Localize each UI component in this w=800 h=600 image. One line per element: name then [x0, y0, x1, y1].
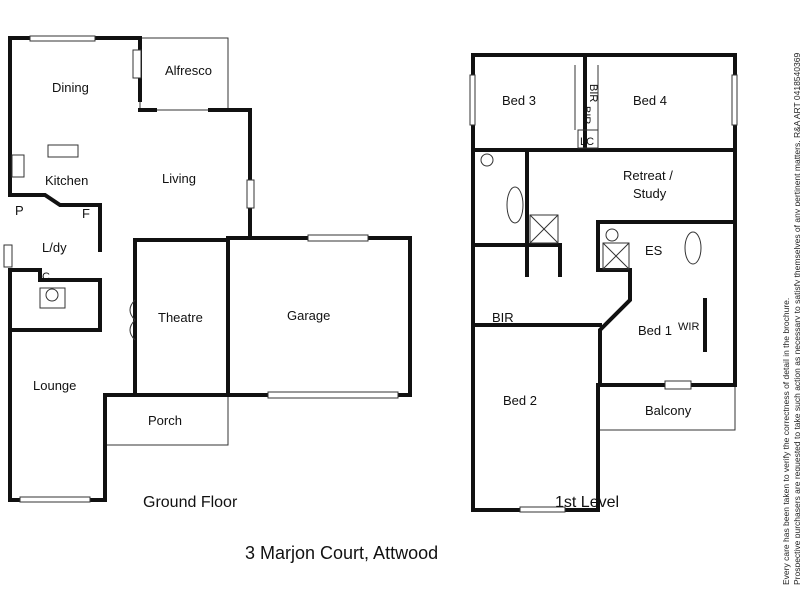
room-label-alfresco: Alfresco	[165, 63, 212, 78]
toilet-room	[39, 287, 66, 309]
first-level-plan: Bed 3 Bed 4 BIR BIR LC Retreat / Study E…	[469, 53, 738, 513]
linen-cupboard	[577, 129, 599, 149]
room-label-wir: WIR	[678, 321, 699, 333]
room-label-garage: Garage	[287, 308, 330, 323]
disclaimer-line-2: Prospective purchasers are requested to …	[792, 52, 800, 585]
shower	[529, 214, 559, 244]
oven	[11, 154, 25, 178]
wall	[596, 220, 632, 387]
room-label-linen: LC	[580, 136, 594, 148]
room-label-cupboard: C	[42, 271, 50, 283]
double-door	[129, 299, 136, 341]
disclaimer: Every care has been taken to verify the …	[781, 53, 800, 585]
window	[307, 234, 369, 242]
ensuite-toilet	[605, 228, 619, 242]
window	[519, 506, 566, 513]
ensuite-bath	[684, 231, 702, 265]
window	[19, 496, 91, 503]
room-label-balcony: Balcony	[645, 403, 692, 418]
bath	[506, 186, 524, 224]
wall	[8, 193, 102, 252]
window	[267, 391, 399, 399]
room-label-dining: Dining	[52, 80, 89, 95]
room-label-ensuite: ES	[645, 243, 663, 258]
room-label-lounge: Lounge	[33, 378, 76, 393]
room-label-retreat: Retreat /	[623, 168, 673, 183]
ground-floor-caption: Ground Floor	[143, 494, 238, 511]
cooktop	[47, 144, 79, 158]
room-label-bed3: Bed 3	[502, 93, 536, 108]
room-label-bed4: Bed 4	[633, 93, 667, 108]
room-label-bir: BIR	[492, 310, 514, 325]
ensuite-shower	[602, 242, 630, 270]
room-label-living: Living	[162, 171, 196, 186]
toilet	[45, 288, 59, 302]
window	[3, 244, 13, 268]
ground-floor-plan: Dining Alfresco Kitchen Living P F L/dy …	[3, 35, 412, 503]
room-label-kitchen: Kitchen	[45, 173, 88, 188]
wall	[471, 243, 562, 277]
disclaimer-line-1: Every care has been taken to verify the …	[781, 297, 791, 585]
window	[246, 179, 255, 209]
wall	[8, 36, 142, 197]
toilet	[480, 153, 494, 167]
window	[132, 49, 142, 79]
window	[469, 74, 476, 126]
wall	[8, 268, 102, 332]
room-label-bir-right: BIR	[587, 84, 599, 102]
door-slider	[664, 380, 692, 390]
room-label-fridge: F	[82, 206, 90, 221]
room-label-theatre: Theatre	[158, 310, 203, 325]
room-label-porch: Porch	[148, 413, 182, 428]
room-label-laundry: L/dy	[42, 240, 67, 255]
room-label-bed2: Bed 2	[503, 393, 537, 408]
shower-cross	[529, 214, 559, 244]
room-label-pantry: P	[15, 203, 24, 218]
room-label-bir-left: BIR	[580, 106, 592, 124]
window	[29, 35, 96, 42]
window	[731, 74, 738, 126]
address-title: 3 Marjon Court, Attwood	[245, 543, 439, 563]
room-label-study: Study	[633, 186, 667, 201]
first-level-caption: 1st Level	[555, 494, 620, 511]
room-label-bed1: Bed 1	[638, 323, 672, 338]
shower-cross	[602, 242, 630, 270]
outer-wall	[471, 53, 737, 512]
wall	[208, 108, 252, 240]
